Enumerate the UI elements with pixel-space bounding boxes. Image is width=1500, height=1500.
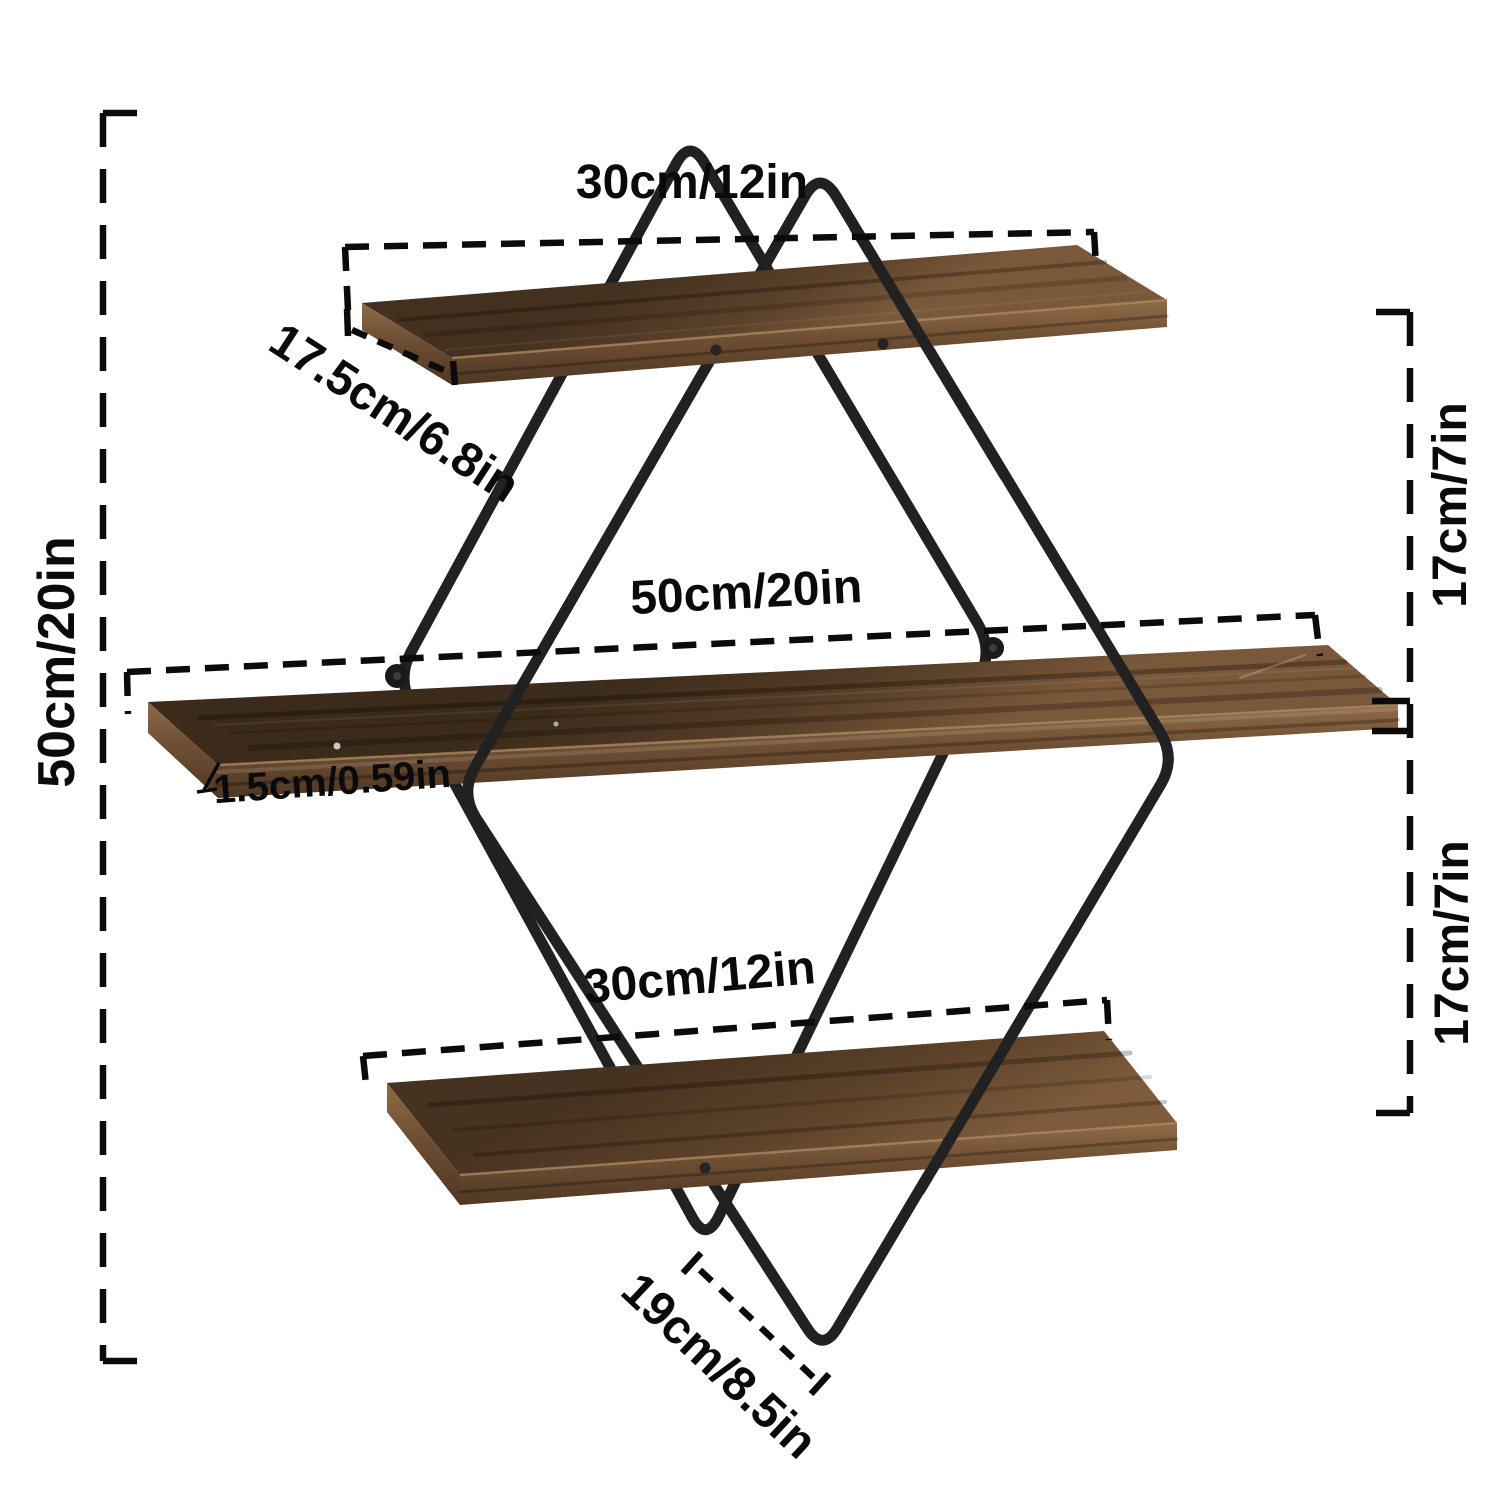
dim-top-depth-line bbox=[350, 327, 450, 375]
middle-shelf-edge-highlight bbox=[217, 703, 1399, 767]
dim-bottom-depth-tick-end bbox=[808, 1371, 832, 1397]
dim-bottom-width-line bbox=[362, 996, 1108, 1060]
wire-clip bbox=[877, 338, 889, 350]
label-lower-tier-gap: 17cm/7in bbox=[1426, 840, 1479, 1045]
dim-middle-width-right-drop bbox=[1311, 614, 1324, 657]
top-shelf-edge-highlight bbox=[451, 298, 1168, 360]
front-wire-over-bottom-shelf bbox=[914, 994, 1039, 1196]
dimension-lines bbox=[99, 109, 1414, 1397]
top-shelf-top-face bbox=[362, 245, 1167, 358]
wire-clip bbox=[699, 1162, 711, 1174]
dim-middle-width-line bbox=[126, 611, 1316, 676]
middle-shelf-top-face bbox=[148, 645, 1398, 765]
label-overall-height: 50cm/20in bbox=[28, 536, 86, 788]
shelf-top bbox=[362, 245, 1169, 385]
wire-front-overlay bbox=[849, 222, 1039, 1196]
top-shelf-grain bbox=[398, 260, 1169, 376]
dim-top-width-line bbox=[344, 228, 1095, 251]
wall-brackets bbox=[385, 637, 1004, 688]
dim-top-width-right-drop bbox=[1090, 231, 1100, 267]
dim-top-width-left-drop bbox=[341, 246, 352, 311]
bottom-shelf-edge-highlight bbox=[459, 1121, 1178, 1177]
dim-top-depth-tick-end bbox=[449, 360, 459, 386]
screw-speck bbox=[333, 742, 341, 750]
shelf-bottom bbox=[387, 1031, 1179, 1205]
middle-shelf-front-face bbox=[218, 705, 1398, 798]
label-top-shelf-width: 30cm/12in bbox=[576, 156, 808, 209]
bottom-shelf-top-face bbox=[387, 1031, 1177, 1175]
wire-clip bbox=[710, 344, 722, 356]
shelf-middle bbox=[148, 645, 1400, 798]
top-shelf-front-face bbox=[452, 300, 1167, 385]
bottom-shelf-grain bbox=[427, 1050, 1179, 1194]
dim-bottom-depth-tick-start bbox=[680, 1250, 704, 1276]
bottom-shelf-end-face bbox=[387, 1083, 460, 1205]
label-upper-tier-gap: 17cm/7in bbox=[1424, 402, 1477, 607]
wire-frame-back bbox=[398, 145, 992, 1236]
middle-shelf-end-face bbox=[148, 702, 218, 798]
front-diamond-wire bbox=[462, 177, 1174, 1346]
dim-top-depth-tick-start bbox=[343, 308, 352, 337]
label-bottom-shelf-depth: 19cm/8.5in bbox=[611, 1263, 827, 1469]
dim-bottom-width-right-drop bbox=[1103, 999, 1113, 1041]
label-middle-shelf-width: 50cm/20in bbox=[629, 560, 864, 625]
wall-bracket-right-screw bbox=[989, 644, 997, 652]
middle-shelf-grain bbox=[197, 654, 1400, 787]
front-wire-over-top-shelf bbox=[849, 222, 1011, 482]
screw-speck bbox=[553, 721, 559, 727]
dim-middle-width-left-drop bbox=[123, 671, 132, 715]
dim-thickness-mark-b bbox=[196, 787, 218, 794]
back-diamond-wire bbox=[398, 145, 992, 1236]
dimension-ticks bbox=[196, 308, 1410, 1397]
dim-thickness-mark-a bbox=[202, 762, 221, 791]
bottom-shelf-front-face bbox=[460, 1123, 1177, 1205]
wall-bracket-left-screw bbox=[393, 672, 401, 680]
label-bottom-shelf-width: 30cm/12in bbox=[582, 941, 818, 1014]
dim-bottom-width-left-drop bbox=[359, 1055, 371, 1095]
wire-frame-front bbox=[462, 177, 1174, 1346]
